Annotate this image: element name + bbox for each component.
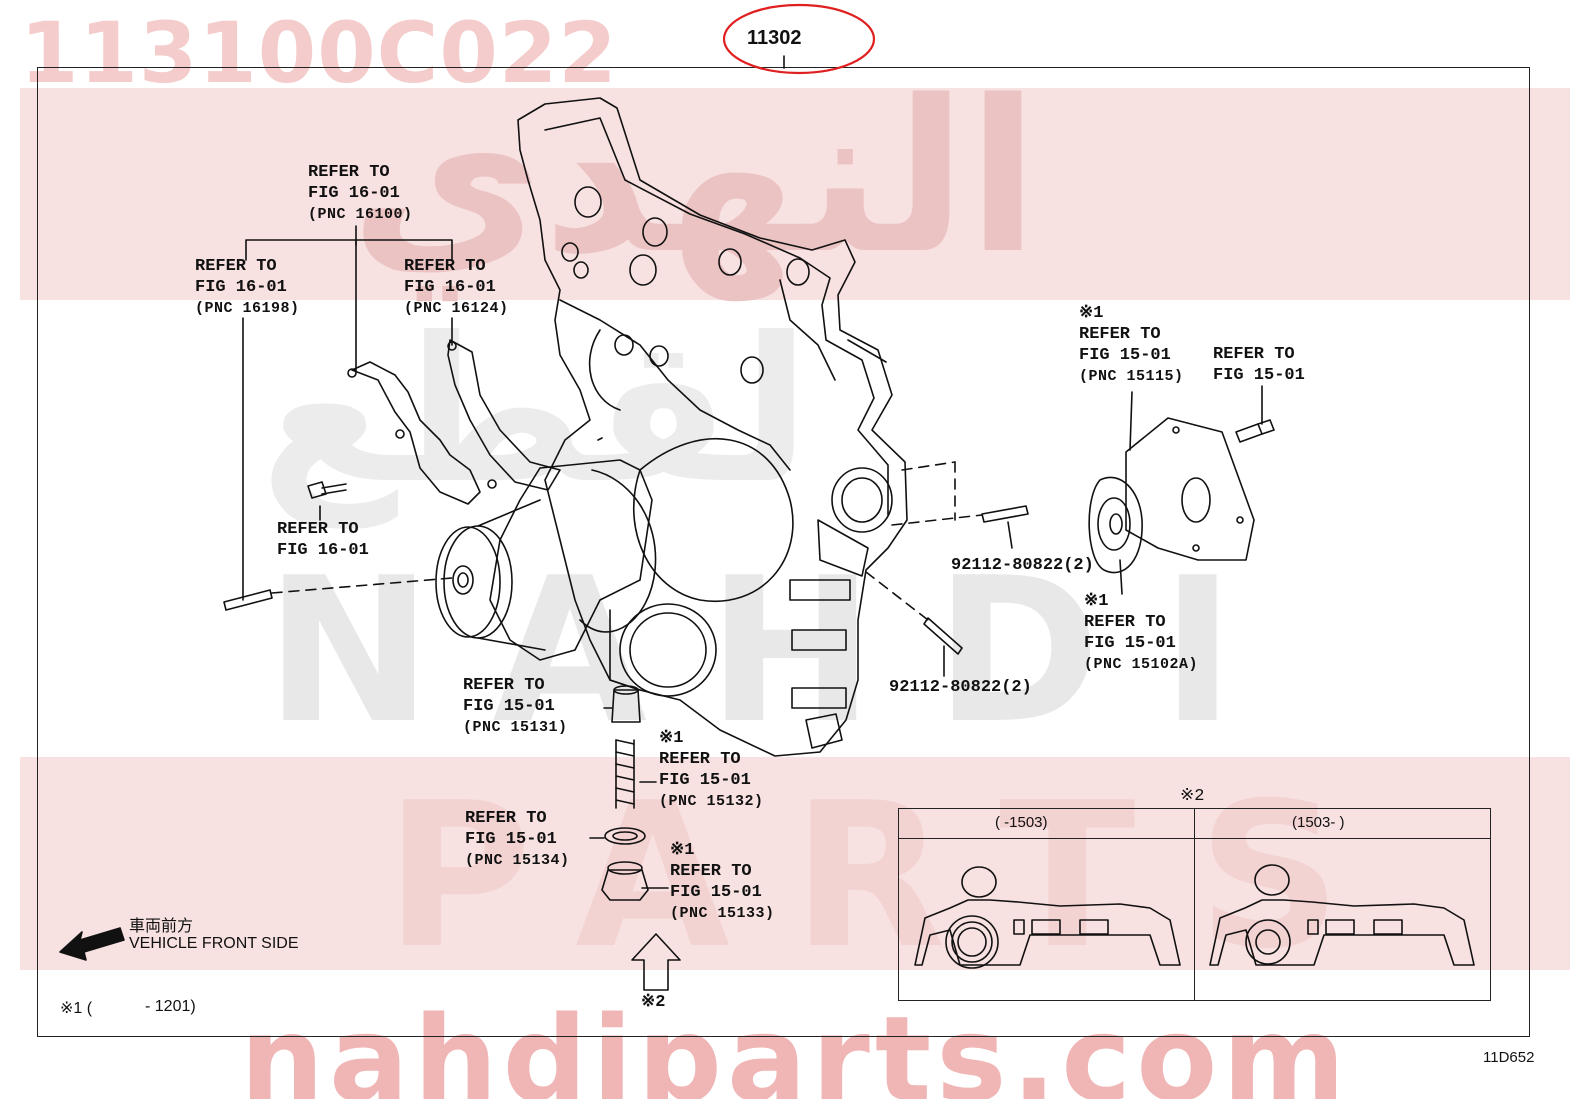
callout-15133[interactable]: ※1 REFER TO FIG 15-01 (PNC 15133) xyxy=(670,840,775,924)
callout-15115-refer: REFER TO xyxy=(1079,325,1161,344)
stud-right-upper xyxy=(981,505,1029,523)
callout-15133-mark: ※1 xyxy=(670,841,695,860)
inset-right-sketch xyxy=(1209,864,1475,966)
callout-bolt-fig: FIG 16-01 xyxy=(277,541,369,560)
callout-bolt-fig16[interactable]: REFER TO FIG 16-01 xyxy=(277,519,369,561)
callout-bolt-refer: REFER TO xyxy=(277,520,359,539)
callout-15102a-pnc: (PNC 15102A) xyxy=(1084,656,1199,673)
vehicle-front-arrow-shape xyxy=(59,927,125,961)
vehicle-front-jp: 車両前方 xyxy=(129,918,194,935)
vehicle-front-en: VEHICLE FRONT SIDE xyxy=(129,935,299,952)
highlight-ellipse xyxy=(722,3,876,75)
callout-15115-mark: ※1 xyxy=(1079,304,1104,323)
watermark-part-number: 113100C022 xyxy=(20,4,618,102)
callout-15133-refer: REFER TO xyxy=(670,862,752,881)
callout-15131-refer: REFER TO xyxy=(463,676,545,695)
callout-15131-fig: FIG 15-01 xyxy=(463,697,555,716)
callout-15115-pnc: (PNC 15115) xyxy=(1079,368,1184,385)
callout-16100-fig: FIG 16-01 xyxy=(308,184,400,203)
inset-left-header: ( -1503) xyxy=(995,814,1048,831)
stud-right-lower xyxy=(923,617,963,655)
callout-16198[interactable]: REFER TO FIG 16-01 (PNC 16198) xyxy=(195,256,300,319)
callout-16100-pnc: (PNC 16100) xyxy=(308,206,413,223)
callout-15132-mark: ※1 xyxy=(659,729,684,748)
main-part-number[interactable]: 11302 xyxy=(747,27,802,49)
callout-16124-refer: REFER TO xyxy=(404,257,486,276)
callout-16100-refer: REFER TO xyxy=(308,163,390,182)
callout-15134-pnc: (PNC 15134) xyxy=(465,852,570,869)
callout-16124-fig: FIG 16-01 xyxy=(404,278,496,297)
inset-column-divider xyxy=(1194,809,1195,1000)
gasket-15134 xyxy=(604,827,646,845)
callout-15134[interactable]: REFER TO FIG 15-01 (PNC 15134) xyxy=(465,808,570,871)
inset-left-sketch xyxy=(914,866,1181,969)
callout-15102a[interactable]: ※1 REFER TO FIG 15-01 (PNC 15102A) xyxy=(1084,591,1198,675)
diagram-code: 11D652 xyxy=(1483,1049,1535,1066)
callout-16100[interactable]: REFER TO FIG 16-01 (PNC 16100) xyxy=(308,162,413,225)
watermark-band-top xyxy=(20,88,1570,300)
callout-16124[interactable]: REFER TO FIG 16-01 (PNC 16124) xyxy=(404,256,509,319)
bolt-pump xyxy=(1235,423,1263,443)
callout-15134-refer: REFER TO xyxy=(465,809,547,828)
watermark-url: nahdiparts.com xyxy=(240,990,1351,1099)
callout-15131-pnc: (PNC 15131) xyxy=(463,719,568,736)
watermark-arabic-line2: لقطع xyxy=(260,295,811,528)
callout-pump-bolt-refer: REFER TO xyxy=(1213,345,1295,364)
callout-16198-pnc: (PNC 16198) xyxy=(195,300,300,317)
relief-spring xyxy=(615,739,635,805)
bolt-left xyxy=(307,481,327,499)
callout-stud-upper[interactable]: 92112-80822(2) xyxy=(951,556,1094,575)
callout-15134-fig: FIG 15-01 xyxy=(465,830,557,849)
callout-15115-fig: FIG 15-01 xyxy=(1079,346,1171,365)
oil-pump-cover xyxy=(1125,417,1255,561)
watermark-brand-line1: NAHDI xyxy=(265,535,1295,768)
callout-15115[interactable]: ※1 REFER TO FIG 15-01 (PNC 15115) xyxy=(1079,303,1184,387)
watermark-brand-line2: PARTS xyxy=(385,760,1404,993)
gasket-16124 xyxy=(447,339,561,491)
view-arrow-mark: ※2 xyxy=(641,993,666,1012)
callout-15132-fig: FIG 15-01 xyxy=(659,771,751,790)
callout-16124-pnc: (PNC 16124) xyxy=(404,300,509,317)
watermark-arabic-line1: النهدي xyxy=(350,55,1039,300)
footnote-value: - 1201) xyxy=(145,998,196,1015)
inset-mark: ※2 xyxy=(1180,787,1205,806)
callout-15133-pnc: (PNC 15133) xyxy=(670,905,775,922)
callout-15102a-fig: FIG 15-01 xyxy=(1084,634,1176,653)
callout-pump-bolt-fig: FIG 15-01 xyxy=(1213,366,1305,385)
callout-15102a-mark: ※1 xyxy=(1084,592,1109,611)
footnote-mark: ※1 ( xyxy=(60,1000,93,1017)
timing-cover xyxy=(517,97,908,757)
callout-16198-fig: FIG 16-01 xyxy=(195,278,287,297)
gasket-16198 xyxy=(351,361,481,505)
inset-right-header: (1503- ) xyxy=(1292,814,1345,831)
callout-15102a-refer: REFER TO xyxy=(1084,613,1166,632)
callout-stud-lower[interactable]: 92112-80822(2) xyxy=(889,678,1032,697)
callout-15131[interactable]: REFER TO FIG 15-01 (PNC 15131) xyxy=(463,675,568,738)
callout-15132[interactable]: ※1 REFER TO FIG 15-01 (PNC 15132) xyxy=(659,728,764,812)
callout-pump-bolt[interactable]: REFER TO FIG 15-01 xyxy=(1213,344,1305,386)
relief-plug xyxy=(611,689,641,723)
inset-view: ( -1503) (1503- ) xyxy=(898,808,1491,1001)
callout-16198-refer: REFER TO xyxy=(195,257,277,276)
callout-15133-fig: FIG 15-01 xyxy=(670,883,762,902)
callout-15132-pnc: (PNC 15132) xyxy=(659,793,764,810)
stud-left xyxy=(223,589,273,611)
callout-15132-refer: REFER TO xyxy=(659,750,741,769)
oil-pump-rotor xyxy=(1088,476,1143,574)
view-arrow xyxy=(631,933,681,991)
